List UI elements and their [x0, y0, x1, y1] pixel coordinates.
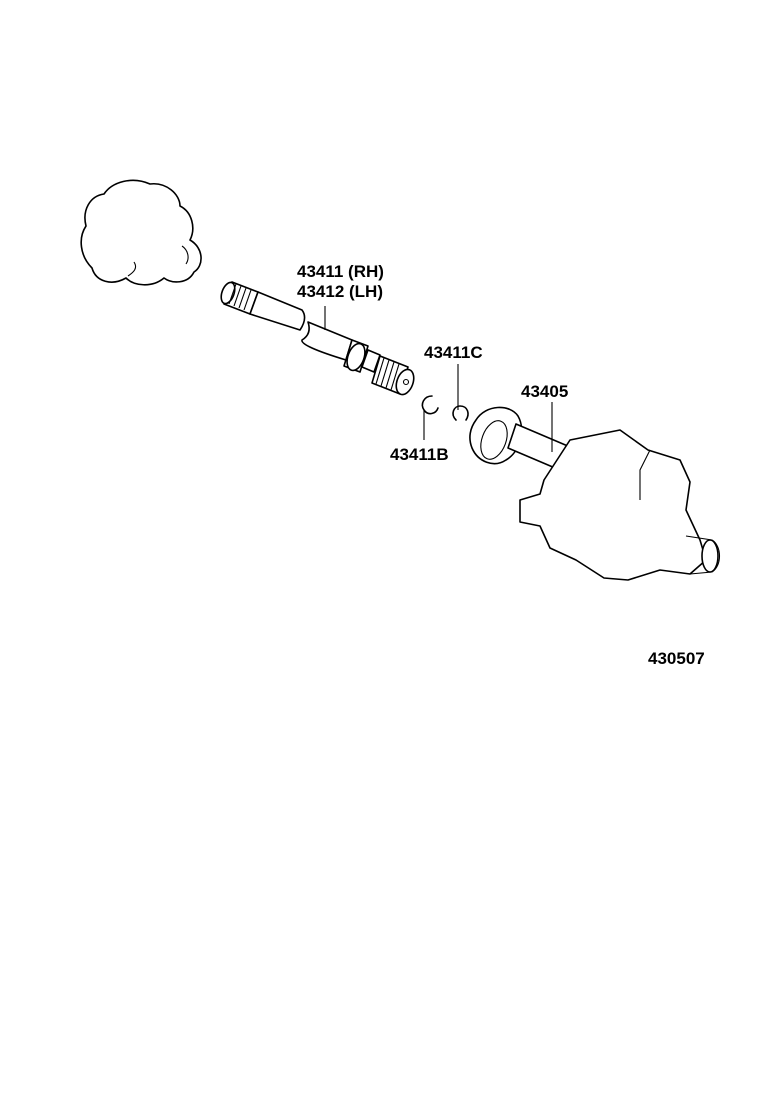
label-shaft-lh: 43412 (LH)	[297, 282, 383, 301]
cloud-shape	[80, 179, 202, 286]
transmission-case	[519, 429, 721, 581]
label-shaft-rh: 43411 (RH)	[297, 262, 384, 281]
label-ring-b: 43411B	[390, 445, 449, 464]
snap-ring-b	[421, 395, 439, 415]
figure-code: 430507	[648, 649, 705, 668]
drive-shaft	[220, 281, 415, 396]
label-ring-c: 43411C	[424, 343, 483, 362]
label-joint: 43405	[521, 382, 568, 401]
snap-ring-c	[452, 405, 469, 421]
